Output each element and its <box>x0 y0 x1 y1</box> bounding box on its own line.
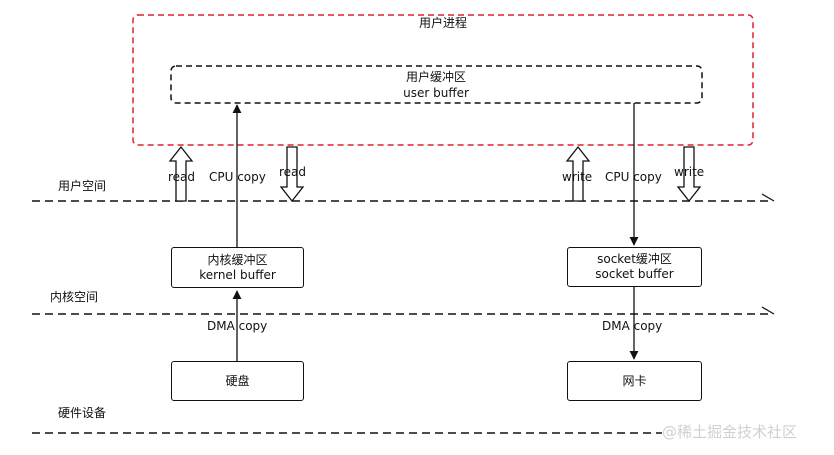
disk-label: 硬盘 <box>225 373 250 388</box>
socket-buffer-label-cn: socket缓冲区 <box>597 252 672 266</box>
write-down-block-arrow <box>676 146 702 203</box>
user-process-frame <box>132 14 754 146</box>
read-down-block-arrow <box>279 146 305 203</box>
dma-copy-left-label: DMA copy <box>207 319 268 333</box>
nic-box: 网卡 <box>567 361 702 401</box>
nic-label: 网卡 <box>622 373 647 388</box>
read-up-block-arrow <box>168 145 194 202</box>
user-space-boundary-tick <box>761 193 775 202</box>
user-buffer-label-en: user buffer <box>403 86 469 100</box>
kernel-buffer-box: 内核缓冲区 kernel buffer <box>171 247 304 288</box>
socket-buffer-label-en: socket buffer <box>595 267 674 281</box>
read-up-label: read <box>168 170 196 184</box>
watermark: @稀土掘金技术社区 <box>662 423 798 441</box>
cpu-copy-left-label: CPU copy <box>209 170 266 184</box>
user-buffer-label-cn: 用户缓冲区 <box>405 70 467 84</box>
kernel-space-boundary-tick <box>761 306 775 315</box>
user-space-label: 用户空间 <box>58 179 107 193</box>
user-process-label: 用户进程 <box>418 16 468 30</box>
write-down-label: write <box>674 165 705 179</box>
cpu-copy-right-label: CPU copy <box>605 170 662 184</box>
hardware-label: 硬件设备 <box>58 406 107 420</box>
kernel-buffer-label-cn: 内核缓冲区 <box>207 252 268 267</box>
dma-copy-right-label: DMA copy <box>602 319 663 333</box>
kernel-buffer-label-en: kernel buffer <box>199 267 276 282</box>
user-buffer-frame <box>170 65 703 104</box>
write-up-block-arrow <box>565 145 591 202</box>
read-down-label: read <box>279 165 307 179</box>
disk-box: 硬盘 <box>171 361 304 401</box>
write-up-label: write <box>562 170 593 184</box>
kernel-space-label: 内核空间 <box>50 290 99 304</box>
socket-buffer-box: socket缓冲区 socket buffer <box>567 247 702 287</box>
